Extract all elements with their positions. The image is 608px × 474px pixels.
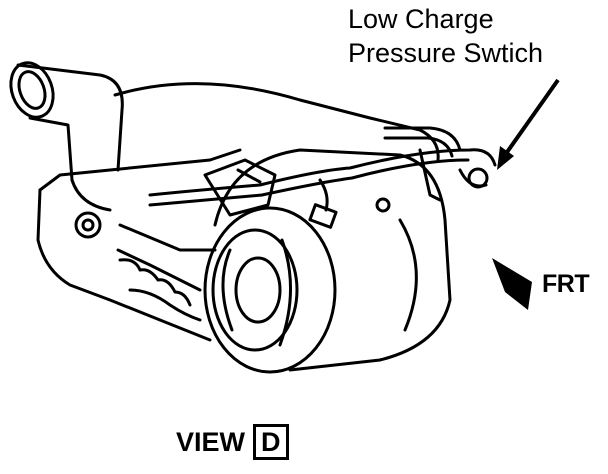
bolt xyxy=(74,211,102,239)
wiring-harness xyxy=(148,148,497,197)
harness-clips xyxy=(118,258,192,307)
refrigerant-line xyxy=(383,126,462,152)
compressor-body xyxy=(213,148,452,372)
engine-block-left xyxy=(36,188,212,342)
callout-line-2: Pressure Swtich xyxy=(348,38,544,68)
low-charge-pressure-switch xyxy=(467,167,489,189)
direction-label: FRT xyxy=(542,270,590,298)
engine-block-lower xyxy=(38,148,242,192)
view-caption: VIEW D xyxy=(176,424,289,460)
callout-label: Low Charge Pressure Swtich xyxy=(348,2,543,70)
view-letter-box: D xyxy=(253,424,289,460)
water-outlet-pipe xyxy=(16,63,124,172)
callout-arrow xyxy=(497,78,560,170)
frt-arrow xyxy=(492,258,532,310)
water-outlet-end xyxy=(9,61,55,119)
engine-block-outline xyxy=(113,82,440,162)
callout-line-1: Low Charge xyxy=(348,4,494,34)
connector xyxy=(308,203,338,229)
view-label: VIEW xyxy=(176,426,246,457)
compressor-front-clutch xyxy=(203,206,337,374)
bracket xyxy=(203,158,277,217)
